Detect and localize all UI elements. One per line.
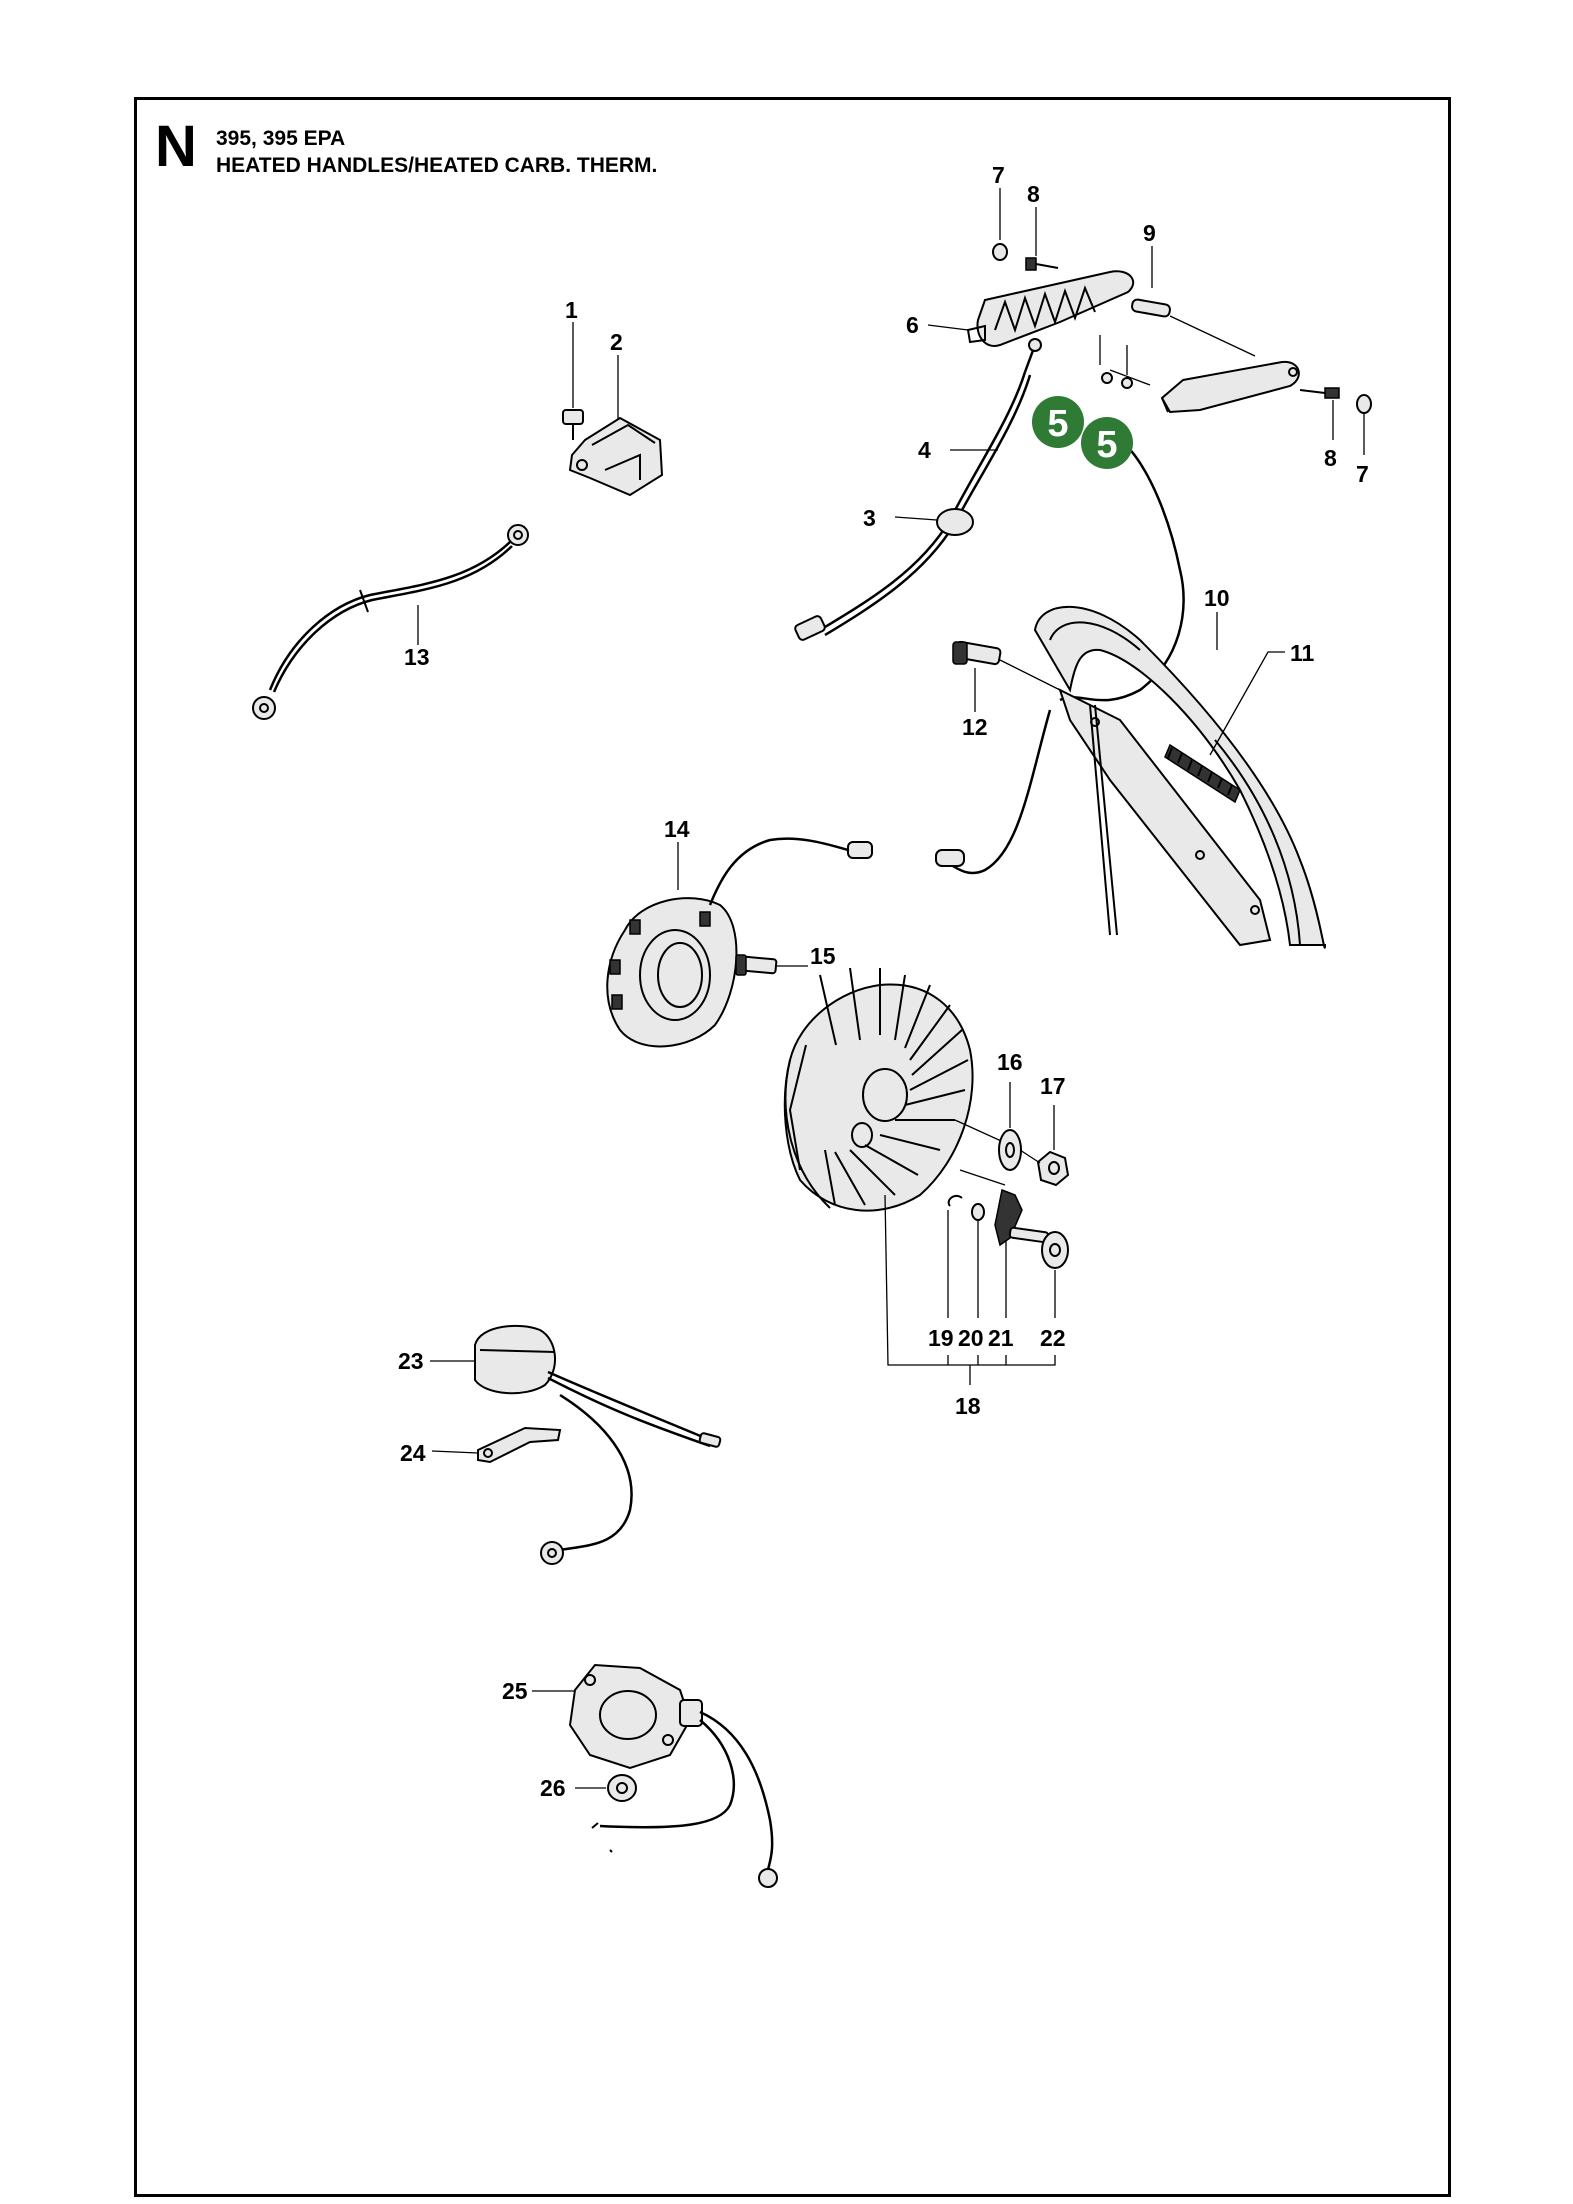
callout-1: 1 bbox=[565, 297, 578, 323]
callout-17: 17 bbox=[1040, 1073, 1066, 1099]
part-hardware-16-22 bbox=[884, 1082, 1070, 1385]
callout-23: 23 bbox=[398, 1348, 424, 1374]
callout-4: 4 bbox=[918, 437, 931, 463]
callout-7-right: 7 bbox=[1356, 461, 1369, 487]
part-flywheel bbox=[783, 967, 1011, 1212]
part-screw-cap-top bbox=[992, 188, 1256, 357]
callout-labels: 1 2 3 4 6 7 8 9 8 7 10 11 12 13 14 15 16… bbox=[398, 162, 1369, 1801]
callout-3: 3 bbox=[863, 505, 876, 531]
callout-6: 6 bbox=[906, 312, 919, 338]
part-generator-14 bbox=[606, 837, 873, 1048]
part-handlebar-10 bbox=[952, 605, 1327, 949]
badge-5-left-text: 5 bbox=[1047, 403, 1068, 445]
part-heating-element-6 bbox=[927, 270, 1135, 373]
part-wire-4 bbox=[794, 371, 1032, 641]
callout-11: 11 bbox=[1290, 640, 1315, 666]
callout-8-top: 8 bbox=[1027, 181, 1040, 207]
callout-14: 14 bbox=[664, 816, 690, 842]
part-wire-right bbox=[935, 444, 1185, 875]
callout-26: 26 bbox=[540, 1775, 566, 1801]
callout-10: 10 bbox=[1204, 585, 1230, 611]
badge-5-right-text: 5 bbox=[1096, 424, 1117, 466]
badge-5-left: 5 bbox=[1032, 396, 1084, 448]
callout-7-top: 7 bbox=[992, 162, 1005, 188]
callout-13: 13 bbox=[404, 644, 430, 670]
callout-8-right: 8 bbox=[1324, 445, 1337, 471]
callout-15: 15 bbox=[810, 943, 836, 969]
callout-2: 2 bbox=[610, 329, 623, 355]
callout-25: 25 bbox=[502, 1678, 528, 1704]
callout-16: 16 bbox=[997, 1049, 1023, 1075]
callout-22: 22 bbox=[1040, 1325, 1066, 1351]
model-list: 395, 395 EPA bbox=[216, 127, 346, 150]
diagram-title: HEATED HANDLES/HEATED CARB. THERM. bbox=[216, 154, 658, 177]
part-bracket-plate bbox=[1099, 335, 1372, 455]
callout-24: 24 bbox=[400, 1440, 426, 1466]
callout-19: 19 bbox=[928, 1325, 954, 1351]
badge-5-right: 5 bbox=[1081, 417, 1133, 469]
callout-9: 9 bbox=[1143, 220, 1156, 246]
callout-18: 18 bbox=[955, 1393, 981, 1419]
section-letter: N bbox=[155, 114, 197, 179]
part-heater-23 bbox=[430, 1324, 722, 1565]
part-thermostat-25 bbox=[532, 1663, 778, 1888]
callout-21: 21 bbox=[988, 1325, 1014, 1351]
callout-12: 12 bbox=[962, 714, 988, 740]
callout-20: 20 bbox=[958, 1325, 984, 1351]
part-switch bbox=[562, 322, 664, 497]
part-cable-13 bbox=[252, 524, 529, 720]
